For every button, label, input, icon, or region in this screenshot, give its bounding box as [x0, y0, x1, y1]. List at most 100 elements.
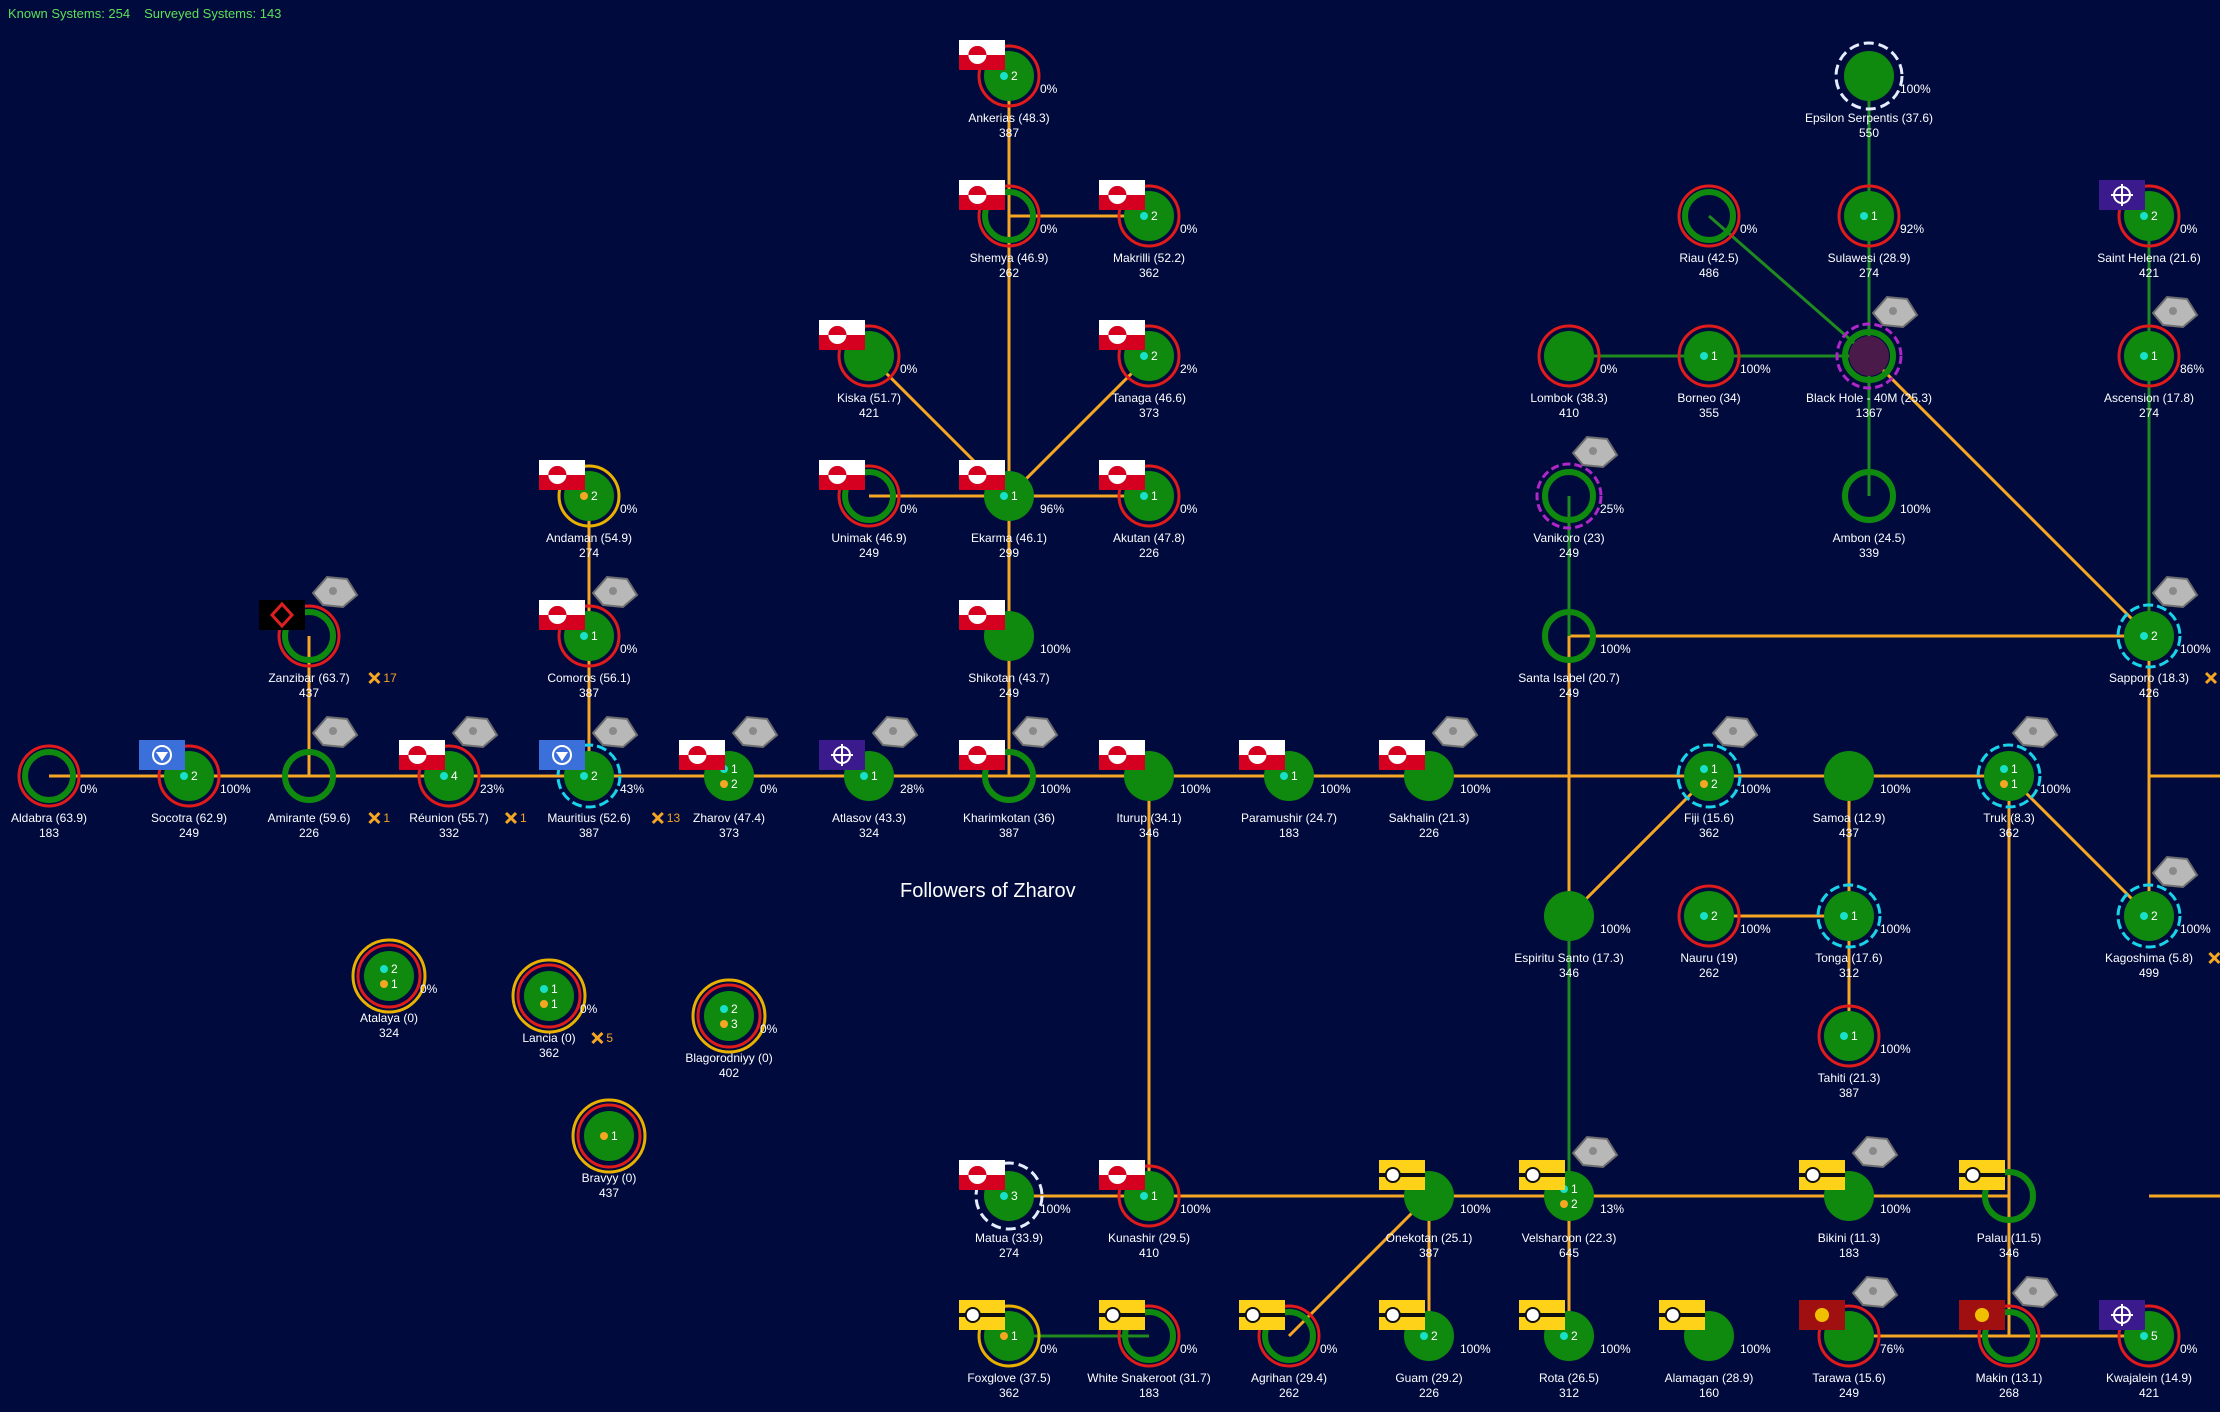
system-tarawa[interactable]: 76%Tarawa (15.6)249 [1799, 1275, 1904, 1400]
system-name: Velsharoon (22.3) [1522, 1231, 1617, 1245]
asteroid-field-icon [1851, 1275, 1899, 1309]
system-agrihan[interactable]: 0%Agrihan (29.4)262 [1239, 1300, 1338, 1400]
system-vanikoro[interactable]: 25%Vanikoro (23)249 [1533, 435, 1624, 560]
system-riau[interactable]: 0%Riau (42.5)486 [1677, 184, 1758, 280]
system-bikini[interactable]: 100%Bikini (11.3)183 [1799, 1135, 1911, 1260]
system-population: 226 [1139, 546, 1159, 560]
system-tanaga[interactable]: 22%Tanaga (46.6)373 [1099, 320, 1198, 420]
system-foxglove[interactable]: 10%Foxglove (37.5)362 [959, 1300, 1058, 1400]
system-population: 183 [1139, 1386, 1159, 1400]
system-atlasov[interactable]: 128%Atlasov (43.3)324 [819, 715, 924, 840]
system-population: 362 [1999, 826, 2019, 840]
system-alamagan[interactable]: 100%Alamagan (28.9)160 [1659, 1300, 1771, 1400]
system-name: Ambon (24.5) [1833, 531, 1906, 545]
system-akutan[interactable]: 10%Akutan (47.8)226 [1099, 460, 1198, 560]
system-shikotan[interactable]: 100%Shikotan (43.7)249 [959, 600, 1071, 700]
system-makrilli[interactable]: 20%Makrilli (52.2)362 [1099, 180, 1198, 280]
system-name: Socotra (62.9) [151, 811, 227, 825]
system-kwajalein[interactable]: 50%Kwajalein (14.9)421 [2099, 1300, 2198, 1400]
system-name: Tonga (17.6) [1815, 951, 1882, 965]
planet-circle [1684, 331, 1734, 381]
system-name: Foxglove (37.5) [967, 1371, 1050, 1385]
system-kharimkotan[interactable]: 100%Kharimkotan (36)387 [959, 715, 1071, 840]
system-ambon[interactable]: 100%Ambon (24.5)339 [1833, 469, 1931, 560]
ownership-ring [1677, 884, 1741, 948]
ship-dot [1420, 1332, 1428, 1340]
system-name: Ankerias (48.3) [968, 111, 1049, 125]
system-epsilon[interactable]: 100%Epsilon Serpentis (37.6)550 [1805, 41, 1933, 140]
asteroid-field-icon [871, 715, 919, 749]
system-population: 249 [1839, 1386, 1859, 1400]
system-onekotan[interactable]: 100%Onekotan (25.1)387 [1379, 1160, 1491, 1260]
system-population: 262 [1699, 966, 1719, 980]
system-blackhole[interactable]: Black Hole - 40M (25.3)1367 [1806, 295, 1932, 420]
system-name: Kunashir (29.5) [1108, 1231, 1190, 1245]
asteroid-field-icon [1431, 715, 1479, 749]
system-andaman[interactable]: 20%Andaman (54.9)274 [539, 460, 638, 560]
asteroid-field-icon [311, 575, 359, 609]
system-palau[interactable]: Palau (11.5)346 [1959, 1160, 2041, 1260]
system-unimak[interactable]: 0%Unimak (46.9)249 [819, 460, 918, 560]
ship-count: 1 [1871, 209, 1878, 223]
conflict-icon [368, 811, 381, 825]
system-samoa[interactable]: 100%Samoa (12.9)437 [1813, 751, 1911, 840]
system-ankerias[interactable]: 20%Ankerias (48.3)387 [959, 40, 1058, 140]
system-kiska[interactable]: 0%Kiska (51.7)421 [819, 320, 918, 420]
red-faction-flag [959, 180, 1005, 210]
ownership-ring [1117, 464, 1181, 528]
conflict-count: 13 [667, 811, 681, 825]
red-faction-flag [959, 40, 1005, 70]
ship-dot [540, 1000, 548, 1008]
system-population: 387 [999, 126, 1019, 140]
system-population: 387 [579, 686, 599, 700]
red-faction-flag [679, 740, 725, 770]
system-makin[interactable]: Makin (13.1)268 [1959, 1275, 2059, 1400]
system-aldabra[interactable]: 0%Aldabra (63.9)183 [11, 744, 98, 840]
system-sakhalin[interactable]: 100%Sakhalin (21.3)226 [1379, 715, 1491, 840]
system-shemya[interactable]: 0%Shemya (46.9)262 [959, 180, 1058, 280]
system-ascension[interactable]: 186%Ascension (17.8)274 [2104, 295, 2204, 420]
ship-dot [720, 1005, 728, 1013]
yellow-faction-flag [1379, 1160, 1425, 1190]
system-espiritu[interactable]: 100%Espiritu Santo (17.3)346 [1514, 891, 1631, 980]
system-name: Ekarma (46.1) [971, 531, 1047, 545]
system-santaisabel[interactable]: 100%Santa Isabel (20.7)249 [1518, 609, 1631, 700]
asteroid-field-icon [1851, 1135, 1899, 1169]
system-population: 262 [1279, 1386, 1299, 1400]
system-lombok[interactable]: 0%Lombok (38.3)410 [1530, 324, 1618, 420]
system-comoros[interactable]: 10%Comoros (56.1)387 [539, 575, 639, 700]
survey-percent: 0% [620, 502, 638, 516]
system-sulawesi[interactable]: 192%Sulawesi (28.9)274 [1828, 184, 1925, 280]
survey-percent: 100% [1320, 782, 1351, 796]
survey-percent: 100% [1040, 642, 1071, 656]
system-iturup[interactable]: 100%Iturup (34.1)346 [1099, 740, 1211, 840]
system-whitesnakeroot[interactable]: 0%White Snakeroot (31.7)183 [1087, 1300, 1211, 1400]
system-ekarma[interactable]: 196%Ekarma (46.1)299 [959, 460, 1064, 560]
